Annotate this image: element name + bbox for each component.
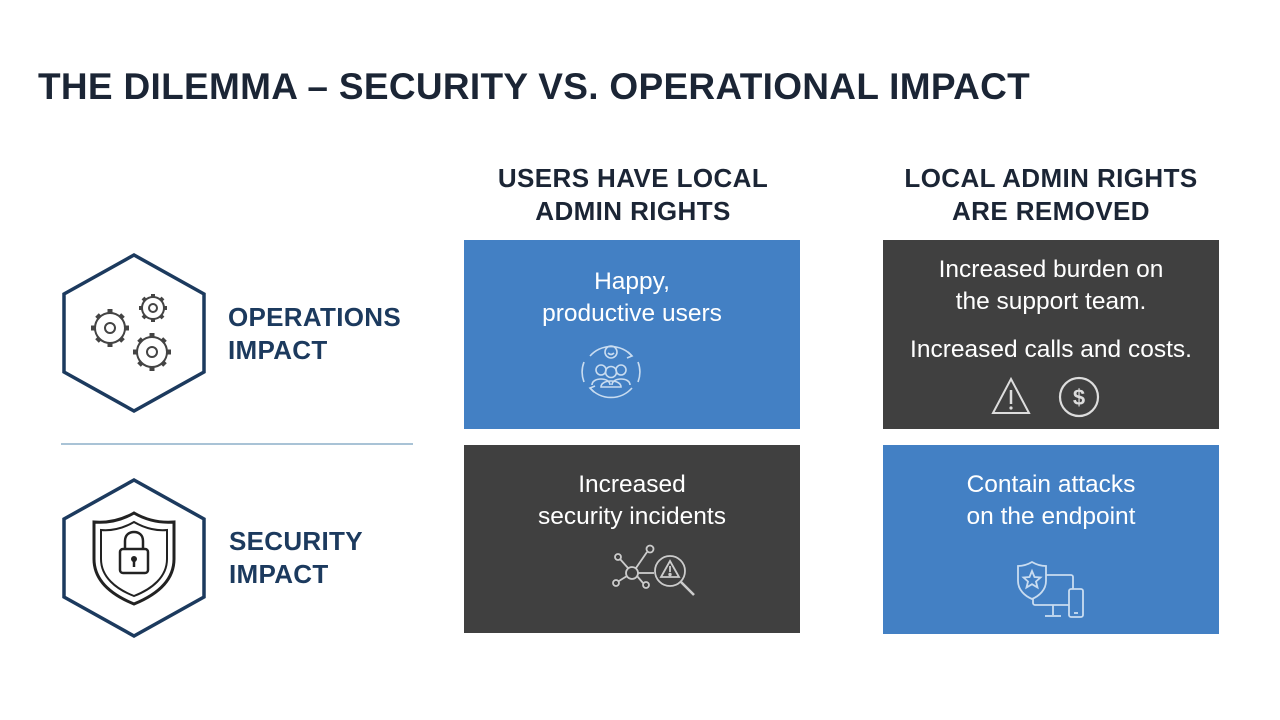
card-text-line: on the endpoint (966, 503, 1136, 530)
happy-users-icon (581, 345, 641, 399)
card-text-line: Contain attacks (966, 471, 1136, 498)
gears-icon (62, 252, 206, 414)
card-text-line: the support team. (955, 288, 1147, 315)
card-happy-users: Happy, productive users (464, 240, 800, 429)
card-text-line: productive users (542, 300, 722, 327)
shield-lock-icon (62, 477, 206, 639)
card-support-burden: Increased burden on the support team. In… (883, 240, 1219, 429)
card-text-line: Happy, (594, 268, 670, 295)
row-label-line: IMPACT (228, 335, 328, 365)
column-header-rights-removed: LOCAL ADMIN RIGHTS ARE REMOVED (881, 162, 1221, 228)
threat-search-icon (612, 544, 695, 596)
column-header-with-rights: USERS HAVE LOCAL ADMIN RIGHTS (463, 162, 803, 228)
column-header-line: USERS HAVE LOCAL (497, 163, 769, 193)
card-text-line: Increased (578, 471, 686, 498)
card-contain-attacks: Contain attacks on the endpoint (883, 445, 1219, 634)
card-text-line: Increased burden on (938, 256, 1164, 283)
svg-text:$: $ (1073, 385, 1085, 410)
card-security-incidents: Increased security incidents (464, 445, 800, 633)
column-header-line: LOCAL ADMIN RIGHTS (904, 163, 1198, 193)
row-label-line: OPERATIONS (228, 302, 401, 332)
warning-icon (991, 377, 1031, 414)
row-label-line: SECURITY (229, 526, 363, 556)
endpoint-devices-icon (1017, 560, 1084, 618)
row-divider (61, 443, 413, 445)
column-header-line: ARE REMOVED (952, 196, 1150, 226)
row-label-line: IMPACT (229, 559, 329, 589)
slide-title: THE DILEMMA – SECURITY VS. OPERATIONAL I… (38, 66, 1031, 107)
dollar-icon: $ (1058, 376, 1100, 418)
row-label-security: SECURITY IMPACT (229, 525, 363, 591)
card-text-line: Increased calls and costs. (910, 336, 1192, 363)
row-label-operations: OPERATIONS IMPACT (228, 301, 401, 367)
card-text-line: security incidents (538, 503, 726, 530)
column-header-line: ADMIN RIGHTS (535, 196, 731, 226)
